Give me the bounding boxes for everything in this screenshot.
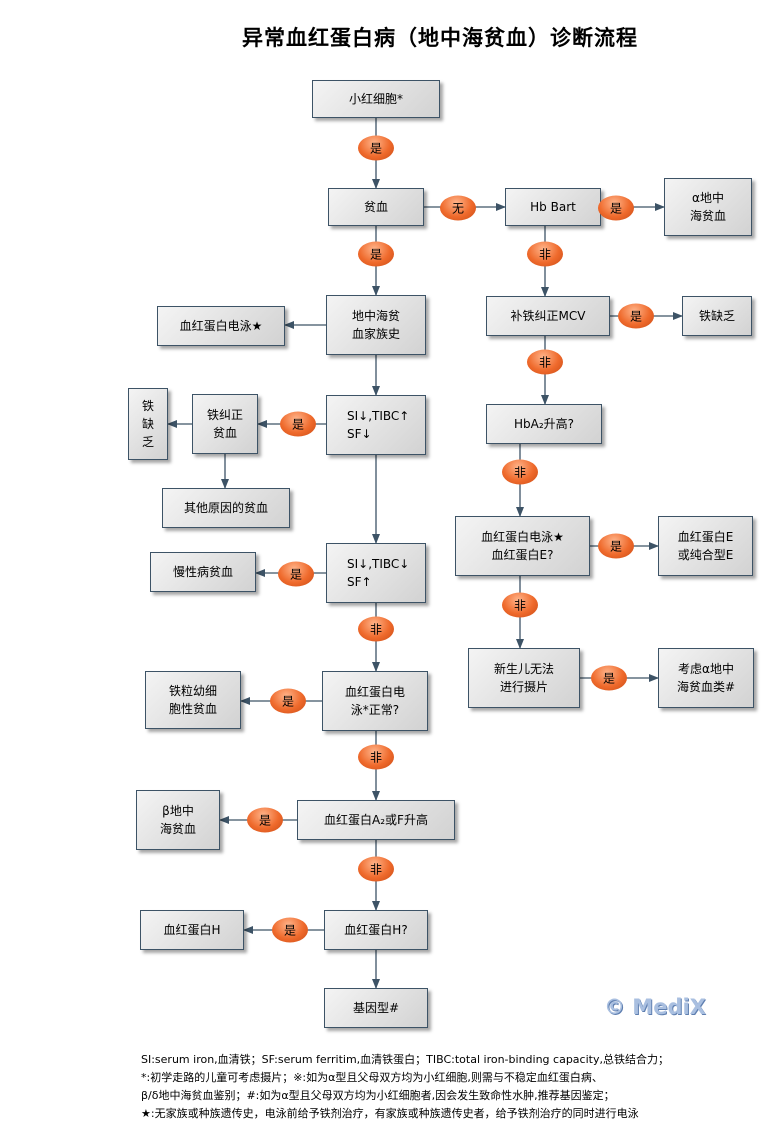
flow-box-b3: Hb Bart: [505, 188, 601, 226]
decision-label: 非: [358, 616, 394, 642]
decision-label: 是: [280, 411, 316, 437]
decision-label: 是: [591, 665, 627, 691]
flow-box-b7: 补铁纠正MCV: [486, 296, 610, 336]
decision-label: 是: [598, 195, 634, 221]
flow-box-b21: 铁粒幼细 胞性贫血: [145, 671, 241, 729]
footnote-line: ★:无家族或种族遗传史，电泳前给予铁剂治疗，有家族或种族遗传史者，给予铁剂治疗的…: [141, 1107, 639, 1120]
flow-box-b4: α地中 海贫血: [664, 178, 752, 236]
flow-box-b19: 考虑α地中 海贫血类#: [658, 648, 754, 708]
flow-box-b5: 地中海贫 血家族史: [326, 295, 426, 355]
decision-label: 是: [358, 241, 394, 267]
decision-label: 非: [502, 592, 538, 618]
flow-box-b23: β地中 海贫血: [136, 790, 220, 850]
decision-label: 是: [598, 533, 634, 559]
decision-label: 是: [247, 807, 283, 833]
footnotes: SI:serum iron,血清铁；SF:serum ferritim,血清铁蛋…: [141, 1051, 669, 1123]
decision-label: 非: [358, 856, 394, 882]
flow-box-b26: 基因型#: [324, 988, 428, 1028]
flow-box-b1: 小红细胞*: [312, 80, 440, 118]
decision-label: 是: [270, 688, 306, 714]
decision-label: 非: [502, 459, 538, 485]
flow-box-b18: 新生儿无法 进行摄片: [468, 648, 580, 708]
flow-box-b9: SI↓,TIBC↑ SF↓: [326, 395, 426, 455]
flow-box-b22: 血红蛋白A₂或F升高: [297, 800, 455, 840]
decision-label: 是: [278, 561, 314, 587]
flow-box-b8: 铁缺乏: [682, 296, 752, 336]
decision-label: 非: [358, 744, 394, 770]
flow-box-b12: 其他原因的贫血: [162, 488, 290, 528]
flow-box-b17: 慢性病贫血: [150, 552, 256, 592]
flow-box-b10: 铁纠正 贫血: [192, 394, 258, 454]
medix-logo: © MediX: [604, 995, 706, 1019]
flow-box-b15: 血红蛋白E 或纯合型E: [658, 516, 753, 576]
decision-label: 无: [440, 195, 476, 221]
page-title: 异常血红蛋白病（地中海贫血）诊断流程: [242, 25, 638, 50]
flow-box-b25: 血红蛋白H: [140, 910, 244, 950]
flow-box-b2: 贫血: [328, 188, 424, 226]
flow-box-b6: 血红蛋白电泳★: [157, 306, 285, 346]
decision-label: 非: [527, 241, 563, 267]
decision-label: 非: [527, 349, 563, 375]
decision-label: 是: [272, 917, 308, 943]
flow-box-b14: 血红蛋白电泳★ 血红蛋白E?: [455, 516, 590, 576]
footnote-line: *:初学走路的儿童可考虑摄片；※:如为α型且父母双方均为小红细胞,则需与不稳定血…: [141, 1071, 603, 1084]
footnote-line: β/δ地中海贫血鉴别；#:如为α型且父母双方均为小红细胞者,因会发生致命性水肿,…: [141, 1089, 615, 1102]
flow-box-b20: 血红蛋白电 泳*正常?: [322, 671, 428, 731]
decision-label: 是: [618, 303, 654, 329]
flow-box-b11: 铁 缺 乏: [128, 388, 168, 460]
flow-box-b16: SI↓,TIBC↓ SF↑: [326, 543, 426, 603]
footnote-line: SI:serum iron,血清铁；SF:serum ferritim,血清铁蛋…: [141, 1053, 669, 1066]
flow-box-b13: HbA₂升高?: [486, 404, 602, 444]
decision-label: 是: [358, 135, 394, 161]
flow-box-b24: 血红蛋白H?: [324, 910, 428, 950]
